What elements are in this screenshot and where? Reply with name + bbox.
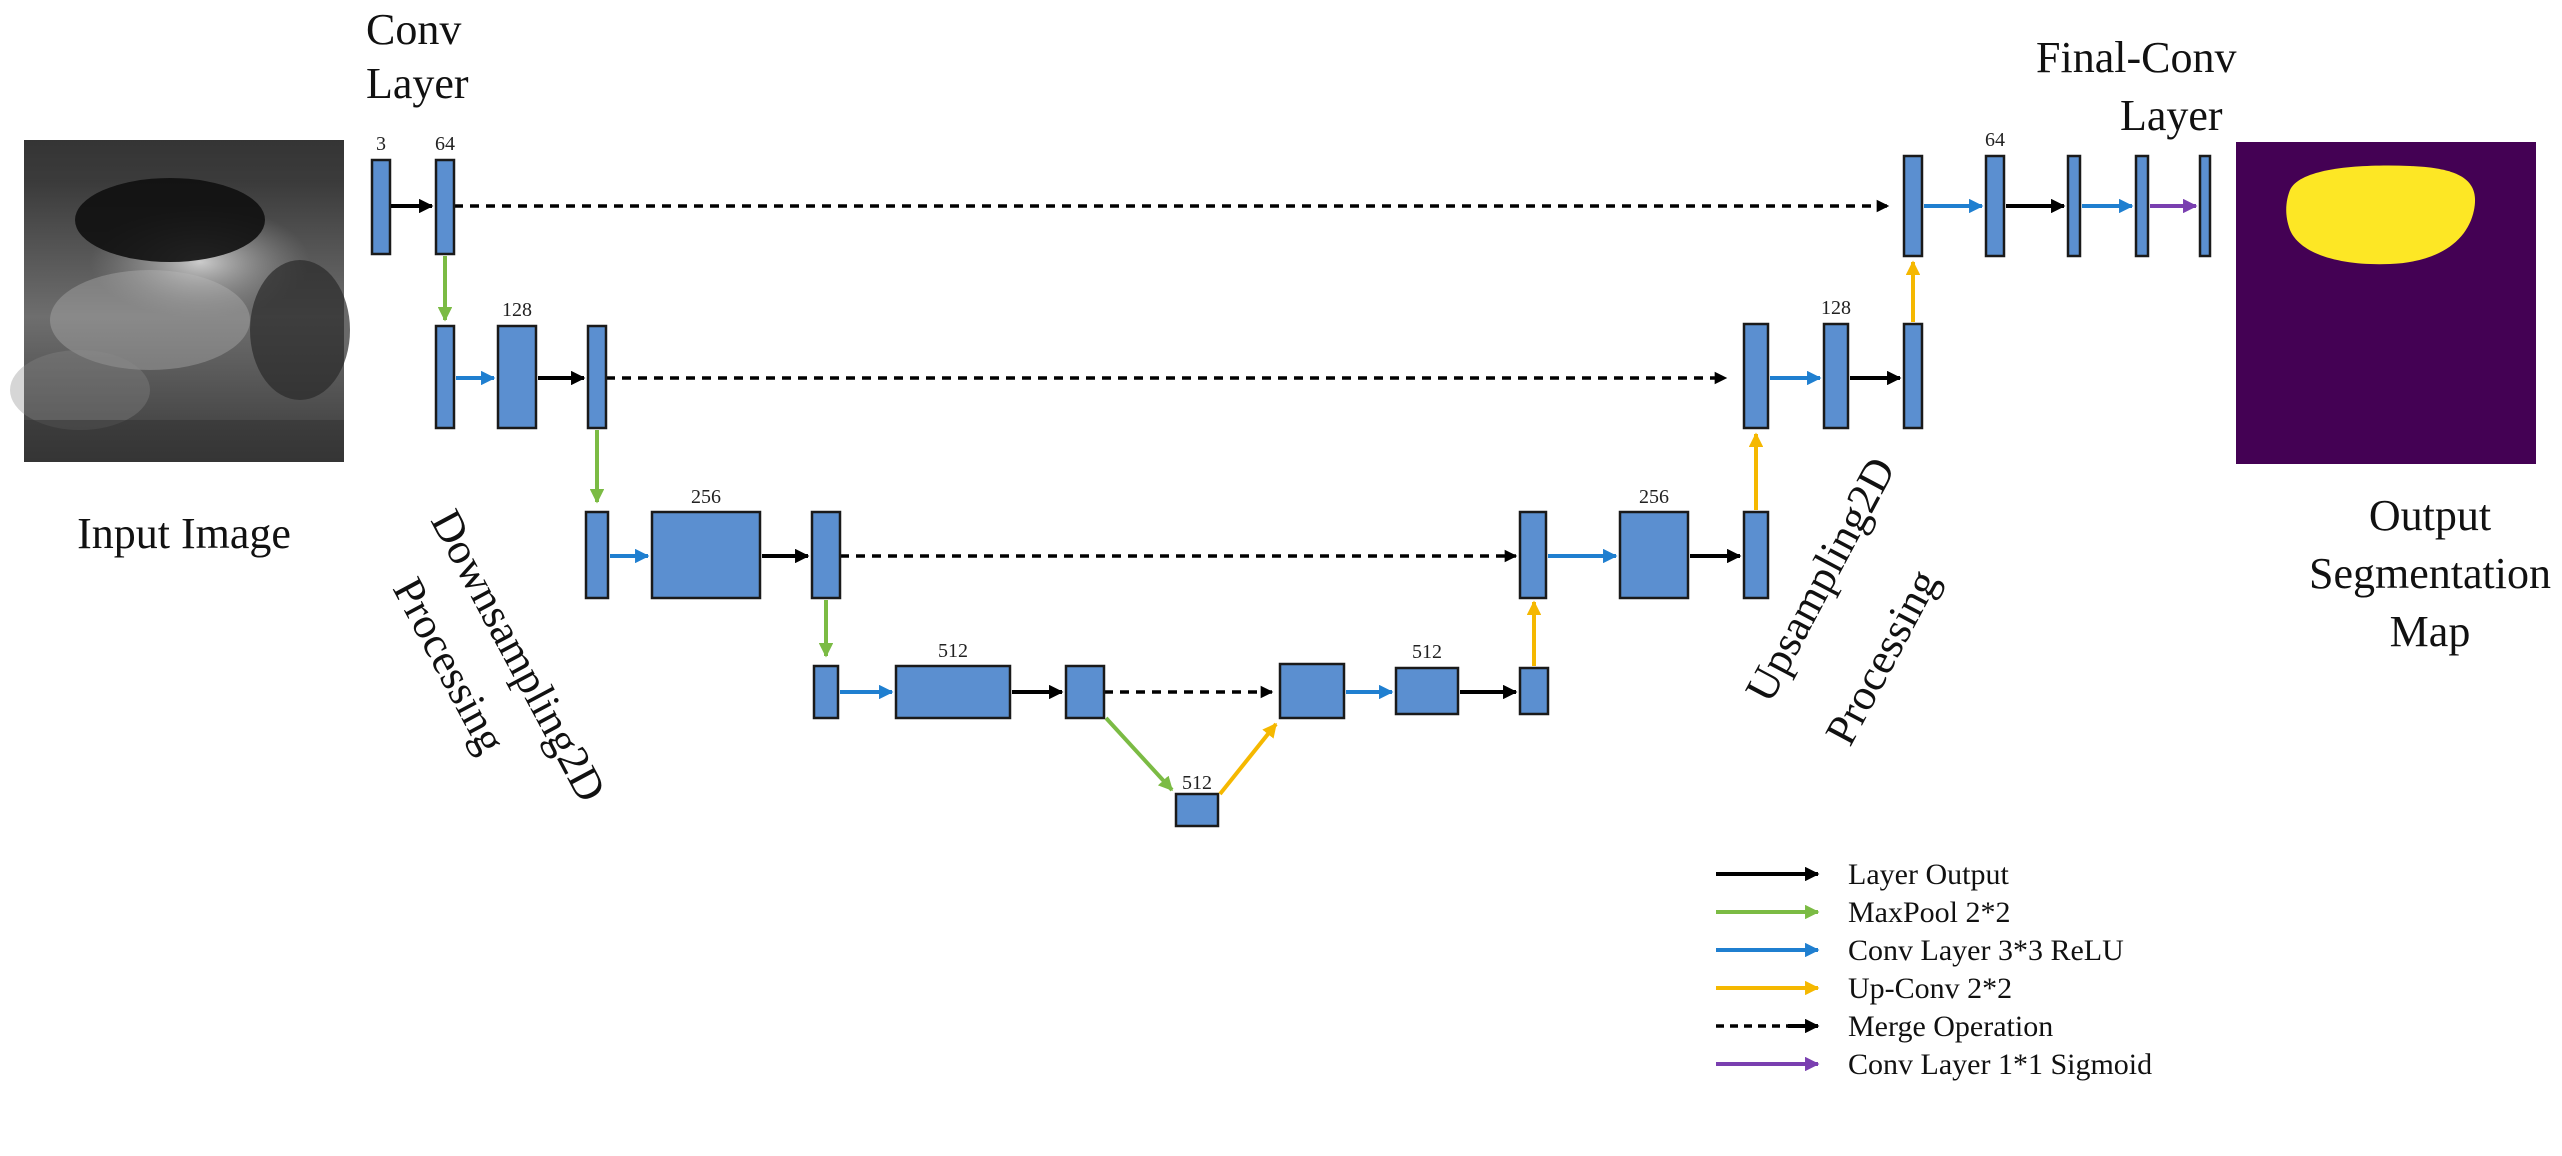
legend-item: Up-Conv 2*2	[1716, 972, 2012, 1005]
dec4-conv-block	[1394, 666, 1460, 716]
enc4-pool-block	[812, 664, 840, 720]
enc1-output-dim: 64	[435, 133, 455, 155]
enc1-input-block	[370, 158, 392, 256]
dec1-final-block	[2134, 154, 2150, 258]
legend-label: Merge Operation	[1848, 1010, 2053, 1043]
dec2-concat-block	[1742, 322, 1770, 430]
output-label-line1: Output	[2369, 491, 2491, 540]
legend-item: Conv Layer 3*3 ReLU	[1716, 934, 2124, 967]
enc2-output-block	[586, 324, 608, 430]
enc3-pool-block	[584, 510, 610, 600]
final-conv-label-line2: Layer	[2120, 91, 2223, 140]
bottleneck-block	[1174, 792, 1220, 828]
legend-item: Conv Layer 1*1 Sigmoid	[1716, 1048, 2152, 1081]
dec1-conv-block	[1984, 154, 2006, 258]
legend-item: Merge Operation	[1716, 1010, 2053, 1043]
dec4-output-block	[1518, 666, 1550, 716]
legend-item: MaxPool 2*2	[1716, 896, 2011, 929]
dec3-conv-block	[1618, 510, 1690, 600]
dec3-concat-block	[1518, 510, 1548, 600]
enc3-output-block	[810, 510, 842, 600]
segmentation-mask	[2286, 165, 2476, 265]
enc3-conv-block	[650, 510, 762, 600]
enc1-conv-block	[434, 158, 456, 256]
bottleneck-upconv-arrow	[1218, 722, 1278, 796]
output-label-line2: Segmentation	[2309, 549, 2551, 598]
output-label-line3: Map	[2390, 607, 2471, 656]
enc4-conv-block	[894, 664, 1012, 720]
output-block	[2198, 154, 2212, 258]
dec2-conv-block	[1822, 322, 1850, 430]
final-conv-label-line1: Final-Conv	[2036, 33, 2236, 82]
legend-label: MaxPool 2*2	[1848, 896, 2011, 929]
dec4-concat-block	[1278, 662, 1346, 720]
skip-connections	[454, 199, 1890, 699]
dec2-output-block	[1902, 322, 1924, 430]
enc2-conv-block	[496, 324, 538, 430]
conv-layer-label-line1: Conv	[366, 5, 461, 54]
dec3-dim: 256	[1639, 486, 1669, 508]
input-ultrasound-image	[10, 140, 350, 462]
conv-layer-label-line2: Layer	[366, 59, 469, 108]
legend-label: Conv Layer 3*3 ReLU	[1848, 934, 2124, 967]
legend-label: Up-Conv 2*2	[1848, 972, 2012, 1005]
enc4-dim: 512	[938, 640, 968, 662]
legend-label: Conv Layer 1*1 Sigmoid	[1848, 1048, 2152, 1081]
dec2-dim: 128	[1821, 297, 1851, 319]
enc1-input-dim: 3	[376, 133, 386, 155]
enc4-output-block	[1064, 664, 1106, 720]
output-segmentation-map	[2236, 142, 2536, 464]
dec1-output-block	[2066, 154, 2082, 258]
dec1-concat-block	[1902, 154, 1924, 258]
enc2-dim: 128	[502, 299, 532, 321]
enc4-maxpool-arrow	[1104, 716, 1174, 792]
legend-label: Layer Output	[1848, 858, 2009, 891]
enc2-pool-block	[434, 324, 456, 430]
bottleneck-dim: 512	[1182, 772, 1212, 794]
dec3-output-block	[1742, 510, 1770, 600]
legend-item: Layer Output	[1716, 858, 2009, 891]
dec4-dim: 512	[1412, 641, 1442, 663]
input-image-label: Input Image	[77, 509, 291, 558]
enc3-dim: 256	[691, 486, 721, 508]
dec1-dim: 64	[1985, 129, 2005, 151]
